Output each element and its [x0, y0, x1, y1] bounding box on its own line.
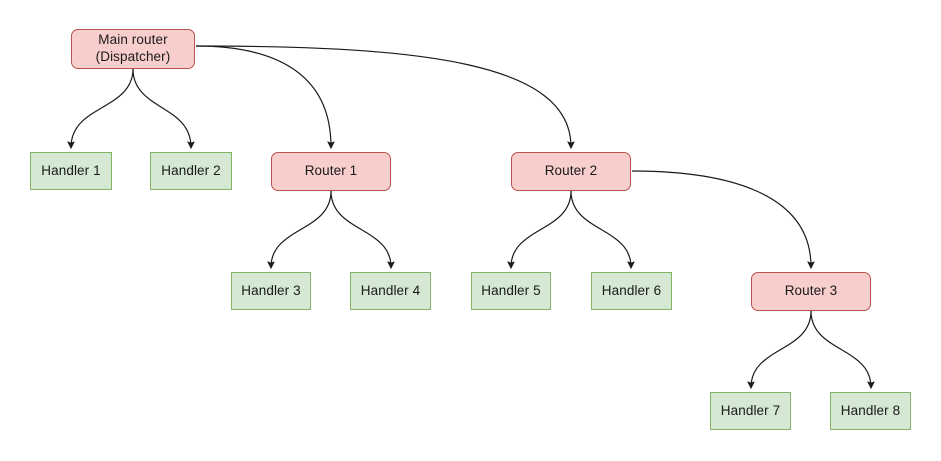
node-label-handler-3: Handler 3 — [241, 282, 301, 298]
node-router-3[interactable]: Router 3 — [751, 272, 871, 311]
edge-router-2-to-handler-6 — [570, 190, 631, 267]
node-router-2[interactable]: Router 2 — [511, 152, 631, 191]
edge-main-to-router-1 — [195, 45, 331, 147]
node-label-handler-8: Handler 8 — [840, 402, 901, 418]
node-handler-3[interactable]: Handler 3 — [231, 272, 311, 310]
node-label-handler-2: Handler 2 — [161, 162, 221, 178]
node-handler-4[interactable]: Handler 4 — [350, 272, 431, 310]
edges-group — [71, 45, 871, 387]
node-handler-6[interactable]: Handler 6 — [591, 272, 672, 310]
node-handler-5[interactable]: Handler 5 — [471, 272, 551, 310]
node-handler-2[interactable]: Handler 2 — [150, 152, 232, 190]
edge-router-3-to-handler-8 — [810, 310, 871, 387]
node-label-main-router: Main router (Dispatcher) — [95, 32, 171, 64]
node-label-router-3: Router 3 — [784, 283, 838, 299]
node-label-handler-6: Handler 6 — [601, 282, 662, 298]
node-handler-1[interactable]: Handler 1 — [30, 152, 112, 190]
node-handler-7[interactable]: Handler 7 — [710, 392, 791, 430]
edge-router-1-to-handler-4 — [330, 190, 391, 267]
node-router-1[interactable]: Router 1 — [271, 152, 391, 191]
node-label-handler-7: Handler 7 — [720, 402, 781, 418]
node-label-handler-1: Handler 1 — [41, 162, 101, 178]
edge-main-to-handler-1 — [71, 68, 134, 147]
edge-router-3-to-handler-7 — [751, 310, 812, 387]
edge-router-2-to-handler-5 — [511, 190, 572, 267]
edge-router-1-to-handler-3 — [271, 190, 332, 267]
node-label-handler-4: Handler 4 — [360, 282, 421, 298]
node-handler-8[interactable]: Handler 8 — [830, 392, 911, 430]
node-label-router-2: Router 2 — [544, 163, 598, 179]
edge-router-2-to-router-3 — [631, 170, 811, 267]
node-label-router-1: Router 1 — [304, 163, 358, 179]
node-label-handler-5: Handler 5 — [481, 282, 541, 298]
node-main-router[interactable]: Main router (Dispatcher) — [71, 29, 195, 69]
edge-main-to-handler-2 — [132, 68, 191, 147]
edge-main-to-router-2 — [195, 45, 571, 147]
